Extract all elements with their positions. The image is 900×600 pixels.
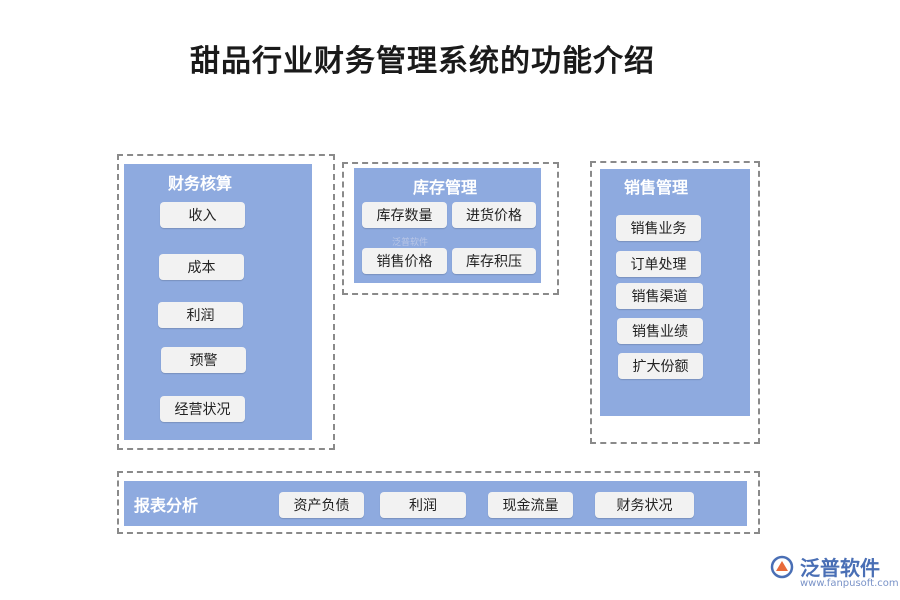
- watermark: 泛普软件: [392, 238, 429, 248]
- reports-item-balance-sheet[interactable]: 资产负债: [279, 492, 364, 518]
- page-title: 甜品行业财务管理系统的功能介绍: [190, 44, 655, 79]
- sales-title: 销售管理: [624, 178, 689, 197]
- finance-title: 财务核算: [168, 174, 233, 193]
- reports-title: 报表分析: [134, 496, 199, 515]
- finance-group-border: [117, 154, 335, 450]
- reports-item-financial-status[interactable]: 财务状况: [595, 492, 694, 518]
- finance-item-operating-status[interactable]: 经营状况: [160, 396, 245, 422]
- reports-group-border: [117, 471, 760, 534]
- reports-item-cash-flow[interactable]: 现金流量: [488, 492, 573, 518]
- sales-item-channels[interactable]: 销售渠道: [616, 283, 703, 309]
- inventory-item-stock-quantity[interactable]: 库存数量: [362, 202, 447, 228]
- sales-item-expand-share[interactable]: 扩大份额: [618, 353, 703, 379]
- sales-item-business[interactable]: 销售业务: [616, 215, 701, 241]
- logo-icon: [770, 555, 794, 579]
- inventory-item-sales-price[interactable]: 销售价格: [362, 248, 447, 274]
- brand-logo: 泛普软件: [770, 552, 880, 581]
- inventory-group-border: [342, 162, 559, 295]
- sales-item-order-processing[interactable]: 订单处理: [616, 251, 701, 277]
- logo-url: www.fanpusoft.com: [800, 578, 899, 589]
- logo-name: 泛普软件: [800, 556, 880, 580]
- finance-item-profit[interactable]: 利润: [158, 302, 243, 328]
- inventory-item-purchase-price[interactable]: 进货价格: [452, 202, 536, 228]
- finance-item-warning[interactable]: 预警: [161, 347, 246, 373]
- inventory-title: 库存管理: [413, 178, 478, 197]
- sales-item-performance[interactable]: 销售业绩: [617, 318, 703, 344]
- reports-item-profit[interactable]: 利润: [380, 492, 466, 518]
- finance-item-cost[interactable]: 成本: [159, 254, 244, 280]
- inventory-item-stock-backlog[interactable]: 库存积压: [452, 248, 536, 274]
- sales-group-border: [590, 161, 760, 444]
- finance-item-income[interactable]: 收入: [160, 202, 245, 228]
